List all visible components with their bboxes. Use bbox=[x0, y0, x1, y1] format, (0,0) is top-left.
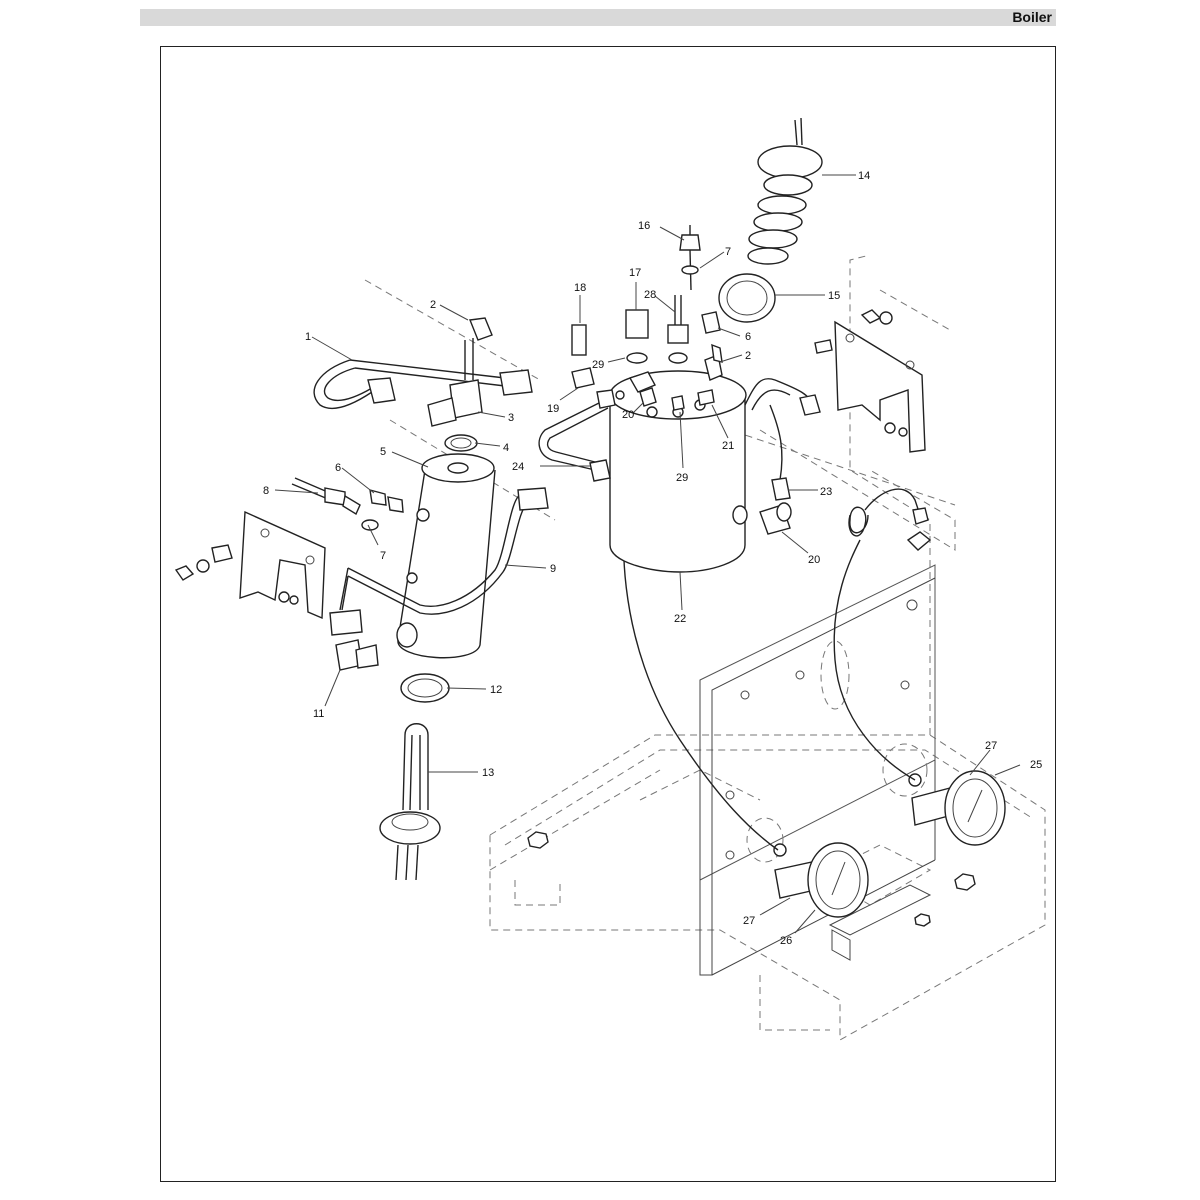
callout-12: 12 bbox=[490, 684, 502, 696]
pressure-gauge-26 bbox=[773, 842, 869, 918]
pressure-gauge-25 bbox=[908, 770, 1006, 846]
callout-3: 3 bbox=[508, 412, 514, 424]
callout-7a: 7 bbox=[380, 550, 386, 562]
top-components bbox=[571, 225, 721, 407]
callout-24: 24 bbox=[512, 461, 524, 473]
gasket-4 bbox=[444, 434, 478, 452]
callout-29a: 29 bbox=[592, 359, 604, 371]
support-panel bbox=[699, 564, 936, 976]
gasket-12 bbox=[400, 673, 450, 703]
bracket-left bbox=[174, 510, 326, 620]
callout-5: 5 bbox=[380, 446, 386, 458]
callout-21: 21 bbox=[722, 440, 734, 452]
callout-15: 15 bbox=[828, 290, 840, 302]
callout-20a: 20 bbox=[622, 409, 634, 421]
callout-23: 23 bbox=[820, 486, 832, 498]
callout-18: 18 bbox=[574, 282, 586, 294]
callout-6b: 6 bbox=[745, 331, 751, 343]
main-boiler bbox=[609, 343, 748, 573]
tube-24 bbox=[538, 389, 616, 482]
page-title: Boiler bbox=[1012, 9, 1052, 25]
callout-17: 17 bbox=[629, 267, 641, 279]
heating-element-13 bbox=[379, 723, 441, 881]
callout-13: 13 bbox=[482, 767, 494, 779]
leader-lines bbox=[274, 174, 1021, 934]
bracket-right bbox=[814, 309, 926, 453]
elbow-11 bbox=[335, 639, 379, 671]
boiler-5 bbox=[396, 453, 496, 659]
callout-6a: 6 bbox=[335, 462, 341, 474]
callout-27b: 27 bbox=[743, 915, 755, 927]
tube-1 bbox=[313, 359, 533, 410]
callout-7b: 7 bbox=[725, 246, 731, 258]
elbow-fitting-20 bbox=[759, 502, 792, 535]
callout-25: 25 bbox=[1030, 759, 1042, 771]
callout-1: 1 bbox=[305, 331, 311, 343]
callout-numbers: 1 2 2 3 4 5 6 6 7 7 8 9 11 12 13 14 15 1… bbox=[263, 170, 1042, 947]
tube-23 bbox=[744, 378, 821, 501]
gasket-15 bbox=[718, 273, 776, 323]
callout-27a: 27 bbox=[985, 740, 997, 752]
diagram-frame bbox=[160, 46, 1056, 1182]
callout-2b: 2 bbox=[745, 350, 751, 362]
tee-fitting-3 bbox=[427, 379, 483, 427]
callout-28: 28 bbox=[644, 289, 656, 301]
tube-9 bbox=[329, 487, 549, 636]
callout-14: 14 bbox=[858, 170, 870, 182]
callout-2a: 2 bbox=[430, 299, 436, 311]
callout-9: 9 bbox=[550, 563, 556, 575]
frame-nuts bbox=[527, 831, 976, 927]
callout-22: 22 bbox=[674, 613, 686, 625]
callout-11: 11 bbox=[313, 708, 324, 720]
callout-20b: 20 bbox=[808, 554, 820, 566]
elbow-2-left bbox=[464, 317, 493, 380]
callout-16: 16 bbox=[638, 220, 650, 232]
callout-8: 8 bbox=[263, 485, 269, 497]
header-bar: Boiler bbox=[140, 9, 1056, 26]
callout-26: 26 bbox=[780, 935, 792, 947]
callout-29b: 29 bbox=[676, 472, 688, 484]
heating-element-14 bbox=[747, 117, 823, 265]
callout-4: 4 bbox=[503, 442, 509, 454]
callout-19: 19 bbox=[547, 403, 559, 415]
sensor-8-and-6 bbox=[291, 477, 404, 531]
